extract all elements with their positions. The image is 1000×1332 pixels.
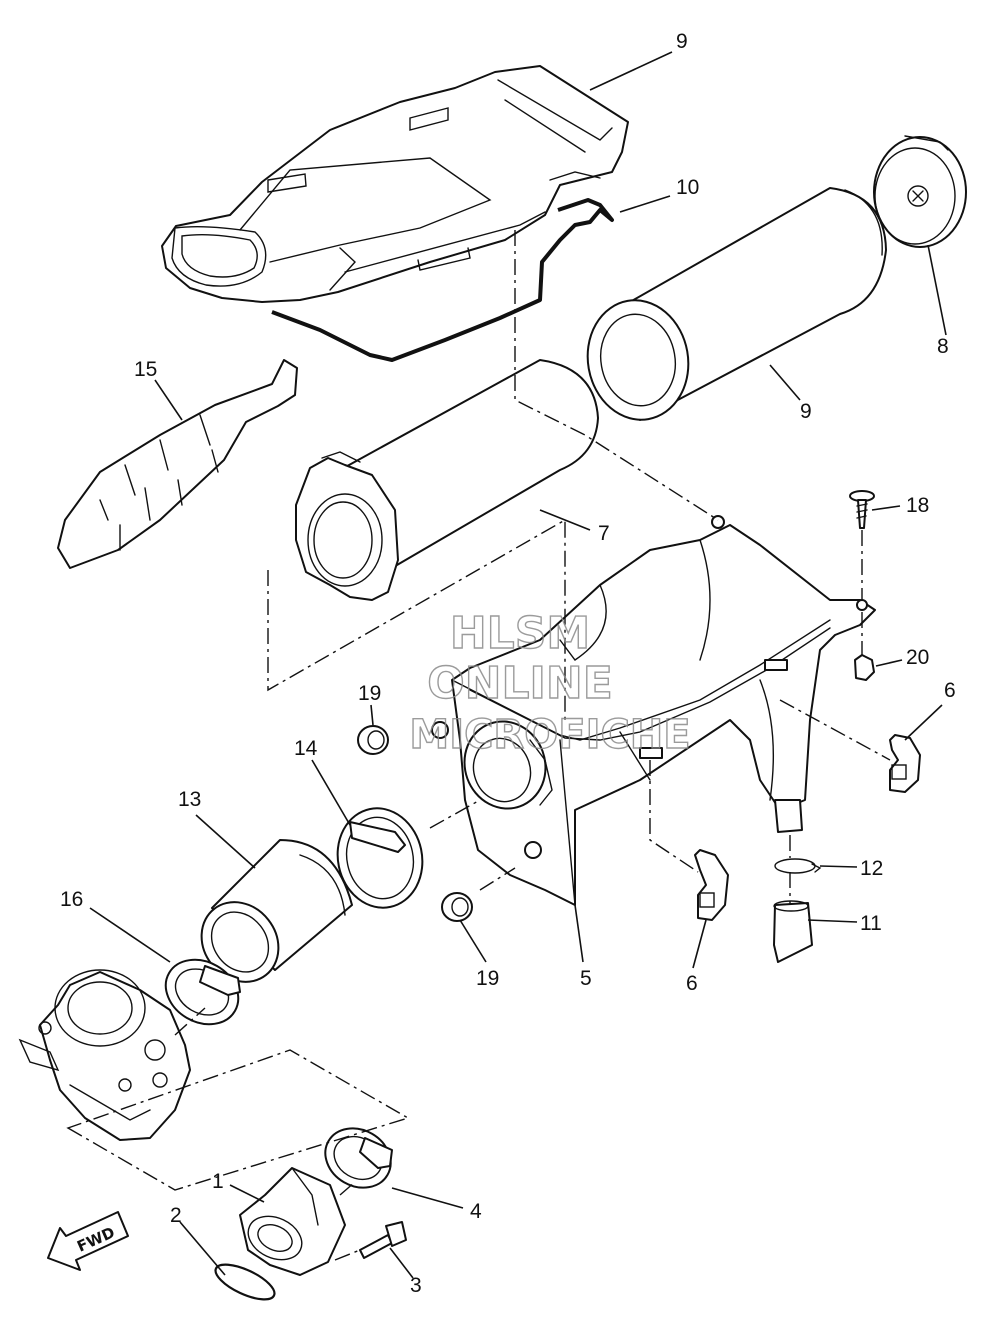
part-3-bolt xyxy=(359,1221,407,1259)
callout-14: 13 xyxy=(178,788,201,811)
part-19-grommet-upper xyxy=(357,725,389,755)
part-17-band xyxy=(164,958,241,1026)
callout-7: 7 xyxy=(598,522,610,545)
part-1-intake-manifold xyxy=(239,1167,346,1276)
callout-6-right: 6 xyxy=(944,679,956,702)
callout-16: 15 xyxy=(134,358,157,381)
callout-3: 3 xyxy=(410,1274,422,1297)
callout-12: 11 xyxy=(860,912,882,935)
callout-6-lower: 6 xyxy=(686,972,698,995)
part-15-hose-band xyxy=(336,807,424,909)
part-13-clip xyxy=(774,858,822,874)
callout-19-upper: 19 xyxy=(358,682,381,705)
callout-17: 16 xyxy=(60,888,83,911)
callout-10: 9 xyxy=(676,30,688,53)
callout-4: 4 xyxy=(470,1200,482,1223)
part-10-airbox-cover xyxy=(161,65,629,303)
part-14-air-filter-joint xyxy=(200,839,353,983)
part-8-element-cap xyxy=(873,135,967,248)
part-12-drain-plug xyxy=(773,900,813,963)
callout-13: 12 xyxy=(860,857,883,880)
callout-5: 5 xyxy=(580,967,592,990)
watermark-line-2: ONLINE xyxy=(427,658,613,709)
part-16-screen-plate xyxy=(57,359,298,569)
part-4-band xyxy=(324,1127,393,1189)
watermark-line-1: HLSM xyxy=(450,608,590,659)
assembly-lines xyxy=(66,230,891,1261)
callout-8: 8 xyxy=(937,335,949,358)
part-19-grommet-lower xyxy=(441,892,473,922)
part-5-air-box-case xyxy=(431,515,876,906)
forward-direction-badge: FWD xyxy=(47,1211,129,1271)
part-7-element-guide xyxy=(295,359,599,601)
callout-11: 10 xyxy=(676,176,699,199)
callout-20: 20 xyxy=(906,646,929,669)
callout-9: 9 xyxy=(800,400,812,423)
watermark-line-3: MICROFICHE xyxy=(409,712,690,758)
part-2-o-ring xyxy=(214,1263,276,1301)
part-11-cover-gasket xyxy=(271,198,614,362)
callout-1: 1 xyxy=(212,1170,224,1193)
part-20-nut xyxy=(854,654,875,681)
part-6-clamp-lower xyxy=(694,849,729,921)
part-9-air-filter-element xyxy=(586,187,887,421)
callout-2: 2 xyxy=(170,1204,182,1227)
part-18-screw xyxy=(849,490,875,529)
watermark: HLSM ONLINE MICROFICHE xyxy=(409,607,692,758)
part-6-clamp-right xyxy=(889,734,921,793)
callout-15: 14 xyxy=(294,737,318,760)
leader-lines xyxy=(89,51,947,1279)
callout-numbers: 9 10 8 9 15 7 18 20 6 19 14 13 12 11 16 … xyxy=(60,30,956,1297)
callout-18: 18 xyxy=(906,494,929,517)
callout-19-lower: 19 xyxy=(476,967,499,990)
